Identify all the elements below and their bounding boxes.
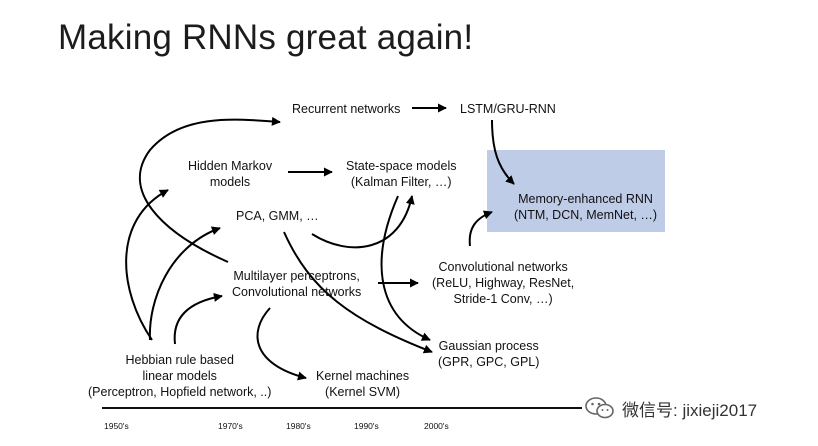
node-gaussian-process: Gaussian process (GPR, GPC, GPL) bbox=[438, 339, 540, 369]
arrow-hebbian-to-mlp bbox=[173, 292, 223, 345]
tick-1970s: 1970's bbox=[218, 421, 243, 431]
arrow-pca-to-gp bbox=[283, 231, 433, 354]
arrow-convnets-to-memory bbox=[468, 210, 493, 247]
tick-1990s: 1990's bbox=[354, 421, 379, 431]
arrow-mlp-to-recurrent bbox=[138, 116, 281, 263]
arrow-pca-to-statespace bbox=[311, 195, 415, 249]
watermark-text: 微信号: jixieji2017 bbox=[622, 400, 758, 420]
node-hebbian-rule: Hebbian rule based linear models (Percep… bbox=[88, 353, 272, 399]
node-lstm-gru-rnn: LSTM/GRU-RNN bbox=[460, 102, 556, 116]
memory-highlight-box bbox=[487, 150, 665, 232]
node-state-space-models: State-space models (Kalman Filter, …) bbox=[346, 159, 457, 189]
node-convolutional-networks: Convolutional networks (ReLU, Highway, R… bbox=[432, 260, 575, 306]
timeline-axis bbox=[102, 407, 582, 409]
node-hidden-markov-models: Hidden Markov models bbox=[188, 159, 273, 189]
node-recurrent-networks: Recurrent networks bbox=[292, 102, 401, 116]
wechat-icon bbox=[585, 397, 614, 419]
tick-1980s: 1980's bbox=[286, 421, 311, 431]
tick-1950s: 1950's bbox=[104, 421, 129, 431]
node-memory-enhanced-rnn: Memory-enhanced RNN (NTM, DCN, MemNet, …… bbox=[514, 192, 658, 222]
arrow-hebbian-to-pca bbox=[148, 226, 221, 341]
arrow-lstm-to-memory bbox=[491, 119, 515, 185]
arrow-mlp-to-kernel bbox=[256, 307, 307, 381]
node-pca-gmm: PCA, GMM, … bbox=[236, 209, 319, 223]
slide-title: Making RNNs great again! bbox=[58, 18, 474, 57]
arrow-statespace-to-gp bbox=[380, 195, 431, 341]
arrow-hebbian-to-hmm bbox=[125, 189, 169, 341]
watermark: 微信号: jixieji2017 bbox=[584, 396, 757, 420]
tick-2000s: 2000's bbox=[424, 421, 449, 431]
node-kernel-machines: Kernel machines (Kernel SVM) bbox=[316, 369, 410, 399]
node-multilayer-perceptrons: Multilayer perceptrons, Convolutional ne… bbox=[232, 269, 362, 299]
